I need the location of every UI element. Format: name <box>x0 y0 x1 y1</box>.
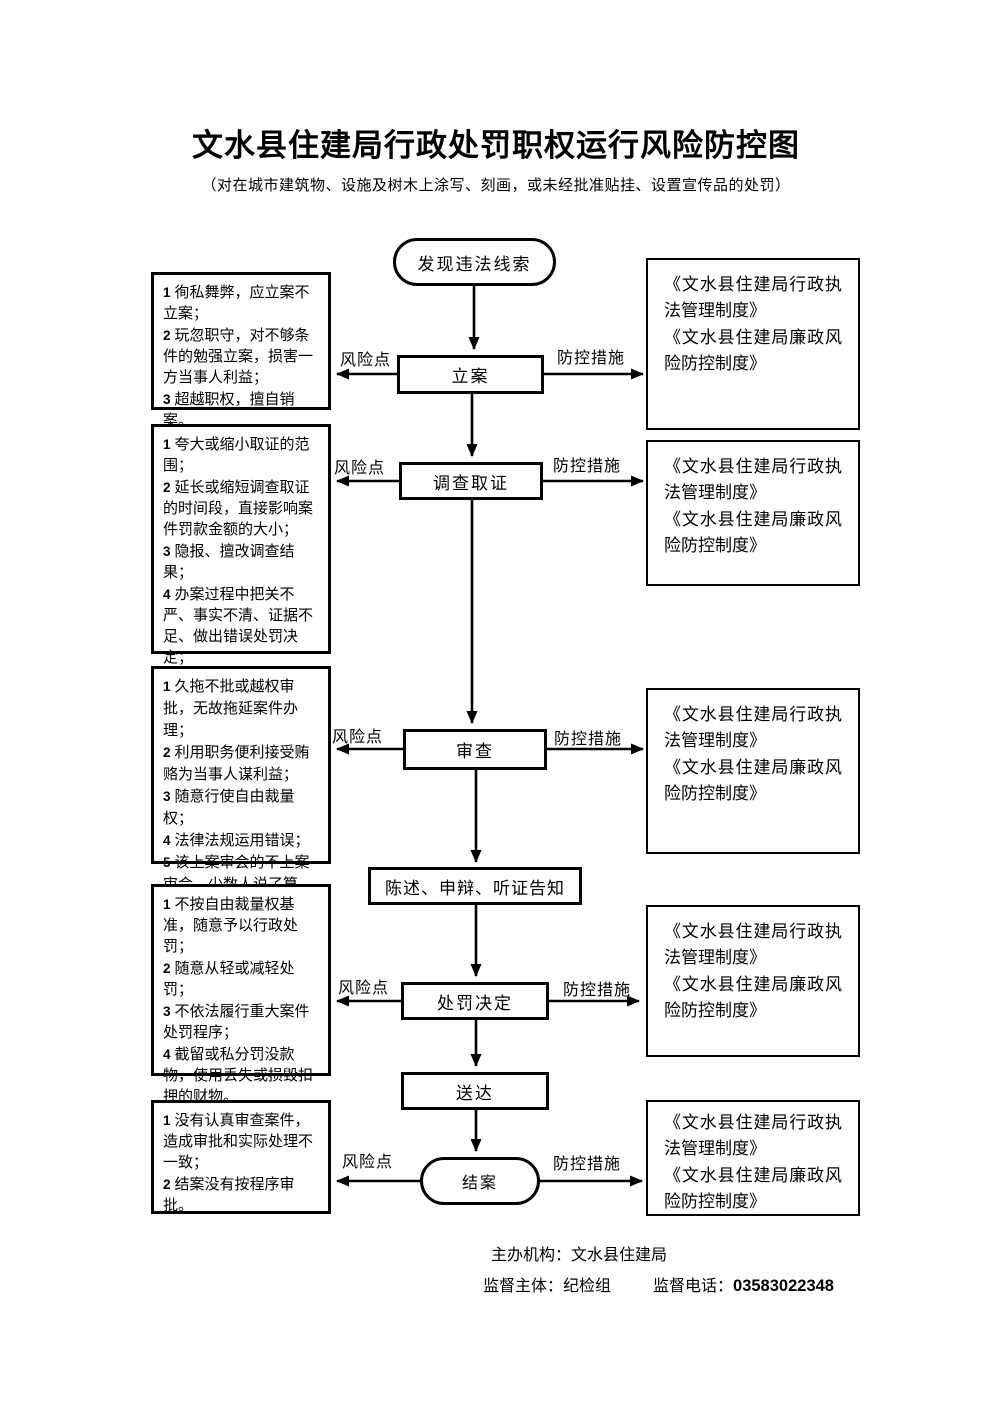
measure-line: 《文水县住建局行政执法管理制度》 <box>664 705 842 750</box>
flow-node-start: 发现违法线索 <box>393 238 556 286</box>
footer-supervisor: 监督主体：纪检组 <box>483 1278 612 1295</box>
footer-supervision-line: 监督主体：纪检组 监督电话：03583022348 <box>483 1271 834 1302</box>
measure-box-decision: 《文水县住建局行政执法管理制度》 《文水县住建局廉政风险防控制度》 <box>646 905 860 1057</box>
flow-node-review: 审查 <box>403 729 547 770</box>
flow-node-decision: 处罚决定 <box>401 982 549 1020</box>
measure-line: 《文水县住建局廉政风险防控制度》 <box>664 758 842 803</box>
risk-point-label-5: 风险点 <box>342 1154 394 1171</box>
page-subtitle: （对在城市建筑物、设施及树木上涂写、刻画，或未经批准贴挂、设置宣传品的处罚） <box>201 178 791 194</box>
measure-box-investigation: 《文水县住建局行政执法管理制度》 《文水县住建局廉政风险防控制度》 <box>646 440 860 586</box>
measure-box-filing: 《文水县住建局行政执法管理制度》 《文水县住建局廉政风险防控制度》 <box>646 258 860 430</box>
risk-point-label-3: 风险点 <box>332 729 384 746</box>
measure-box-closing: 《文水县住建局行政执法管理制度》 《文水县住建局廉政风险防控制度》 <box>646 1100 860 1216</box>
flow-node-statement: 陈述、申辩、听证告知 <box>368 867 582 905</box>
footer: 主办机构：文水县住建局 监督主体：纪检组 监督电话：03583022348 <box>483 1241 834 1302</box>
control-measure-label-2: 防控措施 <box>553 458 622 475</box>
risk-point-label-4: 风险点 <box>338 980 390 997</box>
flow-node-delivery: 送达 <box>401 1072 549 1110</box>
control-measure-label-4: 防控措施 <box>563 982 632 999</box>
measure-line: 《文水县住建局行政执法管理制度》 <box>664 922 842 967</box>
footer-organizer: 主办机构：文水县住建局 <box>491 1247 668 1264</box>
flow-node-investigation: 调查取证 <box>399 462 543 500</box>
measure-box-review: 《文水县住建局行政执法管理制度》 《文水县住建局廉政风险防控制度》 <box>646 688 860 854</box>
control-measure-label-3: 防控措施 <box>554 731 623 748</box>
flow-node-filing: 立案 <box>397 355 544 394</box>
measure-line: 《文水县住建局廉政风险防控制度》 <box>664 510 842 555</box>
measure-line: 《文水县住建局廉政风险防控制度》 <box>664 328 842 373</box>
measure-line: 《文水县住建局廉政风险防控制度》 <box>664 975 842 1020</box>
measure-line: 《文水县住建局廉政风险防控制度》 <box>664 1166 842 1211</box>
measure-line: 《文水县住建局行政执法管理制度》 <box>664 1113 842 1158</box>
footer-phone-number: 03583022348 <box>733 1277 834 1295</box>
control-measure-label-5: 防控措施 <box>553 1156 622 1173</box>
risk-point-label-2: 风险点 <box>334 460 386 477</box>
page-title: 文水县住建局行政处罚职权运行风险防控图 <box>192 128 800 163</box>
control-measure-label-1: 防控措施 <box>557 350 626 367</box>
footer-phone-label: 监督电话： <box>653 1278 734 1295</box>
measure-line: 《文水县住建局行政执法管理制度》 <box>664 457 842 502</box>
risk-point-label-1: 风险点 <box>340 352 392 369</box>
flow-node-end: 结案 <box>420 1157 540 1205</box>
measure-line: 《文水县住建局行政执法管理制度》 <box>664 275 842 320</box>
